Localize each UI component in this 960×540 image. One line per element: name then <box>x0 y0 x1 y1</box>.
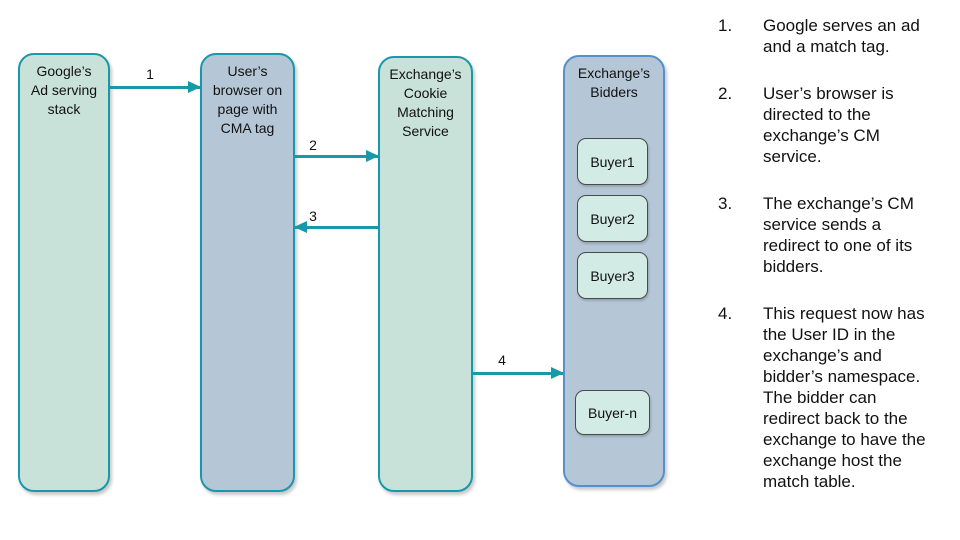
arrow-1-head-icon <box>188 81 201 93</box>
arrow-1 <box>110 81 201 93</box>
node-google-ad-stack: Google’s Ad serving stack <box>18 53 110 492</box>
buyer-chip-2: Buyer2 <box>577 195 648 242</box>
node-google-ad-stack-label: Google’s Ad serving stack <box>30 63 98 117</box>
arrow-4-head-icon <box>551 367 564 379</box>
node-cm-service: Exchange’s Cookie Matching Service <box>378 56 473 492</box>
step-text: The exchange’s CM service sends a redire… <box>763 194 914 276</box>
node-user-browser-label: User’s browser on page with CMA tag <box>212 63 283 136</box>
arrow-2 <box>295 150 379 162</box>
buyer-chip-2-label: Buyer2 <box>590 210 635 227</box>
arrow-3 <box>294 221 378 233</box>
node-user-browser: User’s browser on page with CMA tag <box>200 53 295 492</box>
step-item-4: 4. This request now has the User ID in t… <box>718 303 953 492</box>
buyer-chip-n: Buyer-n <box>575 390 650 435</box>
steps-list: 1. Google serves an ad and a match tag. … <box>718 15 953 518</box>
step-number: 3. <box>718 194 733 213</box>
arrow-4-label: 4 <box>498 352 506 368</box>
step-text: This request now has the User ID in the … <box>763 304 926 491</box>
arrow-1-label: 1 <box>146 66 154 82</box>
node-exchange-bidders: Exchange’s Bidders Buyer1 Buyer2 Buyer3 … <box>563 55 665 487</box>
step-text: Google serves an ad and a match tag. <box>763 16 920 56</box>
arrow-3-head-icon <box>294 221 307 233</box>
buyer-chip-n-label: Buyer-n <box>587 404 638 421</box>
buyer-chip-1: Buyer1 <box>577 138 648 185</box>
step-item-2: 2. User’s browser is directed to the exc… <box>718 83 953 167</box>
step-item-1: 1. Google serves an ad and a match tag. <box>718 15 953 57</box>
buyer-chip-1-label: Buyer1 <box>590 153 635 170</box>
arrow-4 <box>473 367 564 379</box>
arrow-2-label: 2 <box>309 137 317 153</box>
step-number: 4. <box>718 304 733 323</box>
arrow-2-head-icon <box>366 150 379 162</box>
buyer-chip-3: Buyer3 <box>577 252 648 299</box>
node-cm-service-label: Exchange’s Cookie Matching Service <box>389 66 462 139</box>
node-exchange-bidders-label: Exchange’s Bidders <box>577 65 651 100</box>
step-text: User’s browser is directed to the exchan… <box>763 84 894 166</box>
step-number: 2. <box>718 84 733 103</box>
arrow-3-label: 3 <box>309 208 317 224</box>
step-item-3: 3. The exchange’s CM service sends a red… <box>718 193 953 277</box>
buyer-chip-3-label: Buyer3 <box>590 267 635 284</box>
step-number: 1. <box>718 16 733 35</box>
